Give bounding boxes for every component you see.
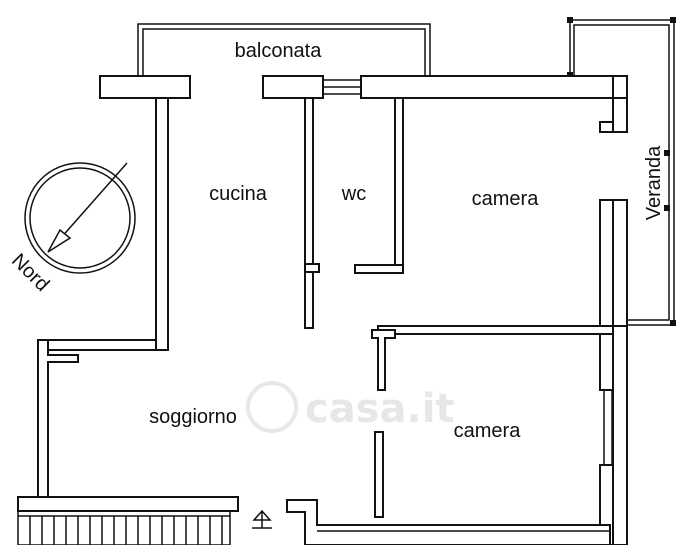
right-wall xyxy=(599,75,628,545)
room-label-cucina: cucina xyxy=(209,183,268,205)
bottom-wall xyxy=(17,496,611,545)
top-wall xyxy=(99,75,628,99)
room-label-camera-bottom: camera xyxy=(454,420,522,442)
room-label-soggiorno: soggiorno xyxy=(149,406,237,428)
room-label-wc: wc xyxy=(341,183,366,205)
room-label-balconata: balconata xyxy=(235,40,323,62)
room-label-veranda: Veranda xyxy=(643,145,665,220)
compass-icon xyxy=(24,162,136,274)
interior-walls xyxy=(304,97,614,518)
left-wall xyxy=(37,97,169,501)
stairs xyxy=(17,510,231,545)
balcony-outline xyxy=(137,23,431,76)
watermark: casa.it xyxy=(246,381,455,433)
compass-label: Nord xyxy=(7,250,53,296)
entrance-arrow-icon xyxy=(252,509,272,529)
watermark-text: casa.it xyxy=(305,386,455,432)
room-label-camera-top: camera xyxy=(472,188,540,210)
